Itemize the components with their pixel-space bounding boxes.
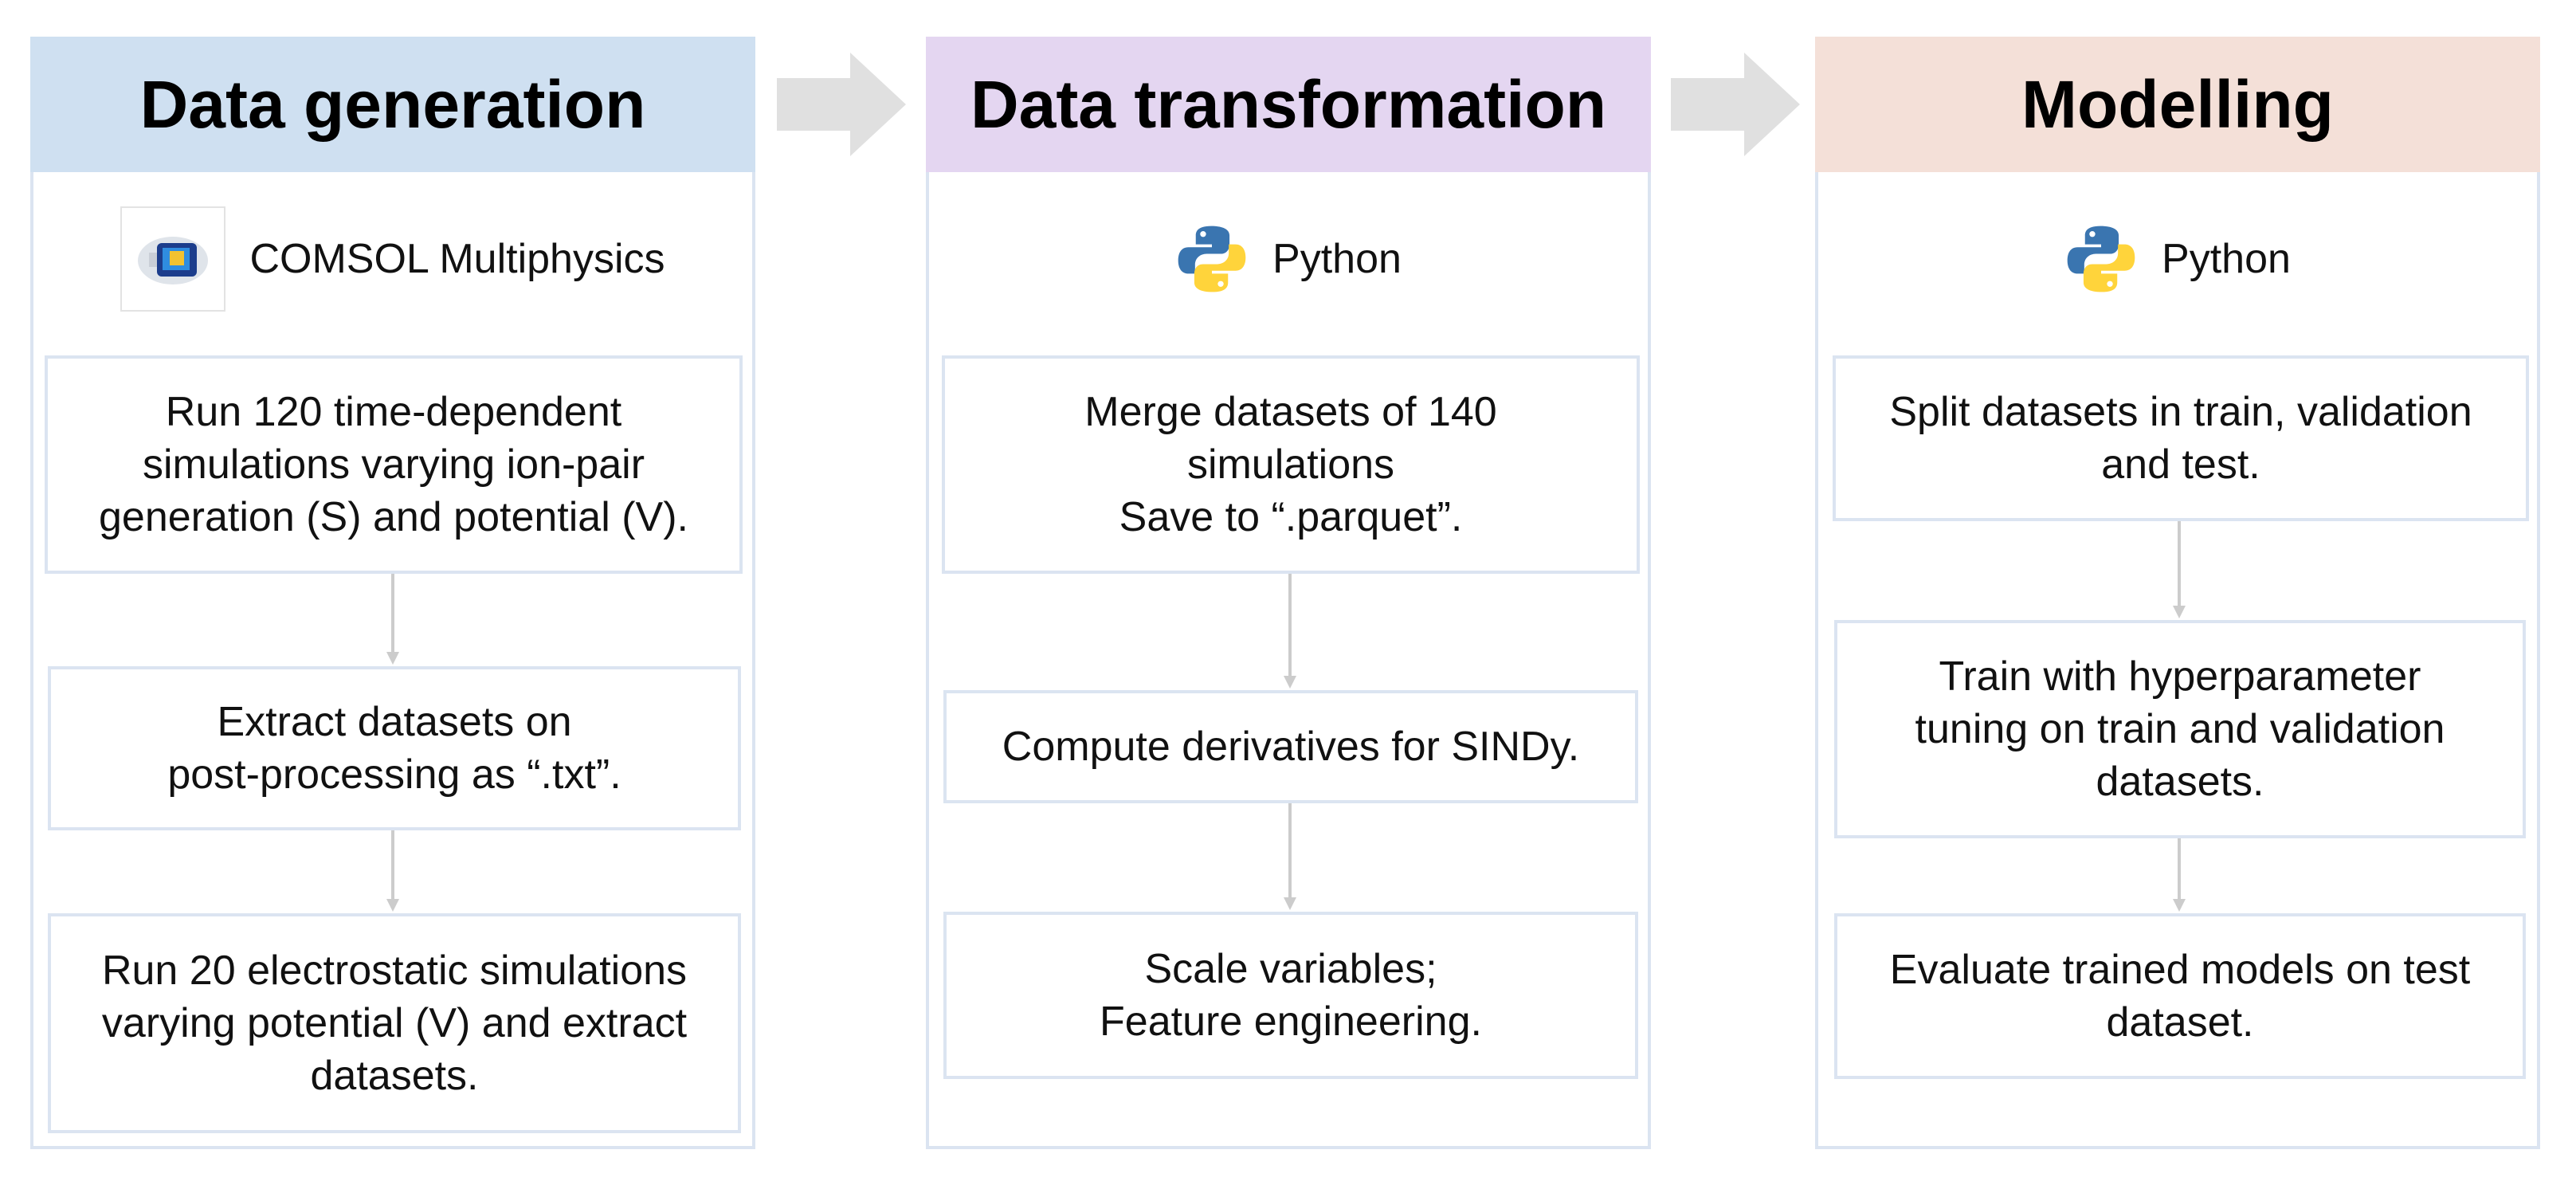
- panel-title: Data transformation: [926, 37, 1651, 172]
- step-box: Evaluate trained models on test dataset.: [1834, 913, 2526, 1079]
- connector-arrow-icon: [2173, 521, 2186, 618]
- tool-label: COMSOL Multiphysics: [249, 236, 665, 282]
- step-box: Split datasets in train, validation and …: [1833, 355, 2529, 521]
- tool-row: Python: [1818, 203, 2537, 315]
- step-text: Split datasets in train, validation and …: [1889, 389, 2472, 488]
- flow-arrow-icon: [1671, 53, 1800, 156]
- step-box: Train with hyperparameter tuning on trai…: [1834, 620, 2526, 838]
- tool-row: COMSOL Multiphysics: [33, 203, 752, 315]
- comsol-logo-icon: [120, 206, 226, 312]
- step-text: Extract datasets on post-processing as “…: [167, 699, 621, 798]
- panel-title: Data generation: [30, 37, 755, 172]
- connector-arrow-icon: [1284, 803, 1296, 910]
- connector-arrow-icon: [2173, 838, 2186, 912]
- tool-row: Python: [929, 203, 1648, 315]
- modelling-panel: Modelling Python Split datasets in train…: [1815, 37, 2540, 1149]
- data-transformation-panel: Data transformation Python Merge dataset…: [926, 37, 1651, 1149]
- step-text: Evaluate trained models on test dataset.: [1889, 947, 2471, 1046]
- step-text: Run 120 time-dependent simulations varyi…: [99, 389, 688, 540]
- tool-label: Python: [1272, 236, 1402, 282]
- step-text: Compute derivatives for SINDy.: [1002, 724, 1580, 770]
- step-text: Train with hyperparameter tuning on trai…: [1915, 653, 2445, 805]
- step-text: Scale variables; Feature engineering.: [1100, 946, 1482, 1045]
- step-text: Merge datasets of 140 simulations Save t…: [1084, 389, 1497, 540]
- connector-arrow-icon: [386, 830, 399, 912]
- panel-title: Modelling: [1815, 37, 2540, 172]
- step-box: Extract datasets on post-processing as “…: [48, 666, 741, 830]
- python-logo-icon: [1175, 222, 1249, 296]
- python-logo-icon: [2064, 222, 2138, 296]
- step-box: Compute derivatives for SINDy.: [943, 690, 1638, 803]
- connector-arrow-icon: [1284, 574, 1296, 689]
- tool-label: Python: [2162, 236, 2291, 282]
- step-text: Run 20 electrostatic simulations varying…: [101, 948, 688, 1099]
- data-generation-panel: Data generation COMSOL Multiphysics Run …: [30, 37, 755, 1149]
- connector-arrow-icon: [386, 574, 399, 665]
- step-box: Merge datasets of 140 simulations Save t…: [942, 355, 1640, 574]
- step-box: Run 120 time-dependent simulations varyi…: [45, 355, 743, 574]
- flow-arrow-icon: [777, 53, 906, 156]
- step-box: Run 20 electrostatic simulations varying…: [48, 913, 741, 1133]
- step-box: Scale variables; Feature engineering.: [943, 912, 1638, 1079]
